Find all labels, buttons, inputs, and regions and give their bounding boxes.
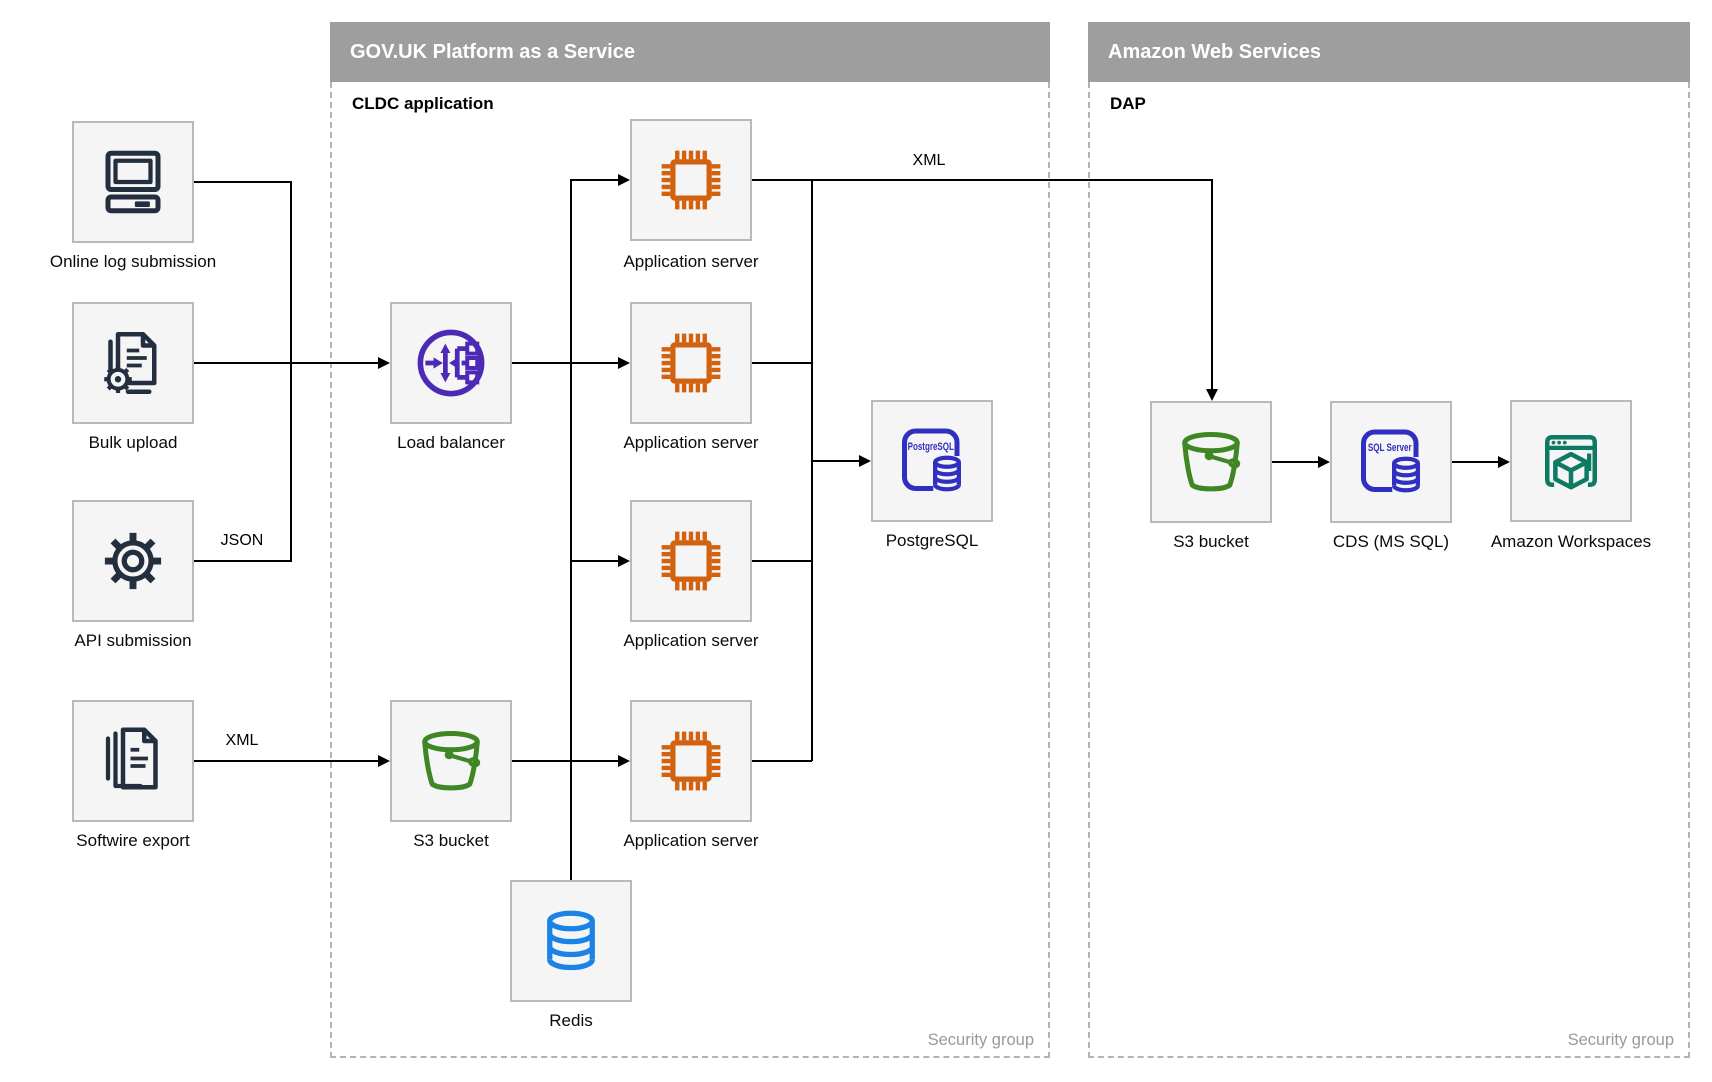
- zone-aws: Amazon Web Services DAP Security group: [1088, 22, 1690, 1058]
- edge-label-xml-aws: XML: [912, 152, 946, 169]
- node-label-s3-bucket-dap: S3 bucket: [1173, 532, 1249, 551]
- chip-icon: [661, 333, 721, 393]
- zone-aws-sublabel: DAP: [1110, 94, 1146, 113]
- node-label-application-server-3: Application server: [623, 631, 759, 650]
- gear-icon: [104, 532, 162, 590]
- node-label-application-server-4: Application server: [623, 831, 759, 850]
- zone-govuk-sublabel: CLDC application: [352, 94, 494, 113]
- node-label-online-log: Online log submission: [49, 252, 217, 271]
- postgresql-badge-text: PostgreSQL: [908, 441, 954, 453]
- document-stack-icon: [105, 727, 158, 790]
- node-amazon-workspaces: [1510, 400, 1632, 522]
- zone-govuk-header: GOV.UK Platform as a Service: [330, 22, 1050, 82]
- chip-icon: [661, 531, 721, 591]
- zone-aws-title: Amazon Web Services: [1108, 41, 1322, 63]
- sql-server-badge-text: SQL Server: [1368, 442, 1412, 454]
- zone-aws-header: Amazon Web Services: [1088, 22, 1690, 82]
- node-label-bulk-upload: Bulk upload: [88, 433, 178, 452]
- node-label-api-submission: API submission: [74, 631, 192, 650]
- node-label-softwire-export: Softwire export: [76, 831, 190, 850]
- node-load-balancer: [390, 302, 512, 424]
- node-application-server-2: [630, 302, 752, 424]
- workspaces-icon: [1545, 435, 1597, 490]
- edge-bus-to-app1-and-redis: [570, 174, 630, 880]
- node-cds-ms-sql: SQL Server: [1330, 401, 1452, 523]
- node-softwire-export: [72, 700, 194, 822]
- node-label-load-balancer: Load balancer: [397, 433, 505, 452]
- node-s3-bucket-paas: [390, 700, 512, 822]
- node-bulk-upload: [72, 302, 194, 424]
- edge-sources-merge: [194, 181, 292, 562]
- sql-server-database-icon: SQL Server: [1361, 429, 1423, 493]
- node-api-submission: [72, 500, 194, 622]
- zone-aws-security-group: Security group: [1567, 1031, 1674, 1049]
- edge-label-xml-softwire: XML: [225, 732, 259, 749]
- node-label-application-server-2: Application server: [623, 433, 759, 452]
- node-label-amazon-workspaces: Amazon Workspaces: [1490, 532, 1652, 551]
- s3-bucket-icon: [1182, 432, 1241, 492]
- node-label-s3-bucket-paas: S3 bucket: [413, 831, 489, 850]
- node-label-postgresql: PostgreSQL: [885, 531, 979, 550]
- node-application-server-3: [630, 500, 752, 622]
- document-gear-icon: [104, 332, 157, 394]
- node-postgresql: PostgreSQL: [871, 400, 993, 522]
- node-s3-bucket-dap: [1150, 401, 1272, 523]
- node-label-cds-ms-sql: CDS (MS SQL): [1332, 532, 1450, 551]
- database-cylinder-icon: [547, 910, 595, 971]
- edge-xml-to-aws-s3: [752, 179, 1218, 401]
- node-redis: [510, 880, 632, 1002]
- desktop-computer-icon: [105, 150, 161, 214]
- node-label-application-server-1: Application server: [623, 252, 759, 271]
- chip-icon: [661, 731, 721, 791]
- node-online-log-submission: [72, 121, 194, 243]
- postgresql-database-icon: PostgreSQL: [902, 428, 964, 492]
- chip-icon: [661, 150, 721, 210]
- node-application-server-4: [630, 700, 752, 822]
- zone-govuk-security-group: Security group: [927, 1031, 1034, 1049]
- zone-govuk-title: GOV.UK Platform as a Service: [350, 41, 635, 63]
- load-balancer-icon: [417, 329, 485, 397]
- node-label-redis: Redis: [549, 1011, 593, 1030]
- s3-bucket-icon: [422, 731, 481, 791]
- edge-label-json: JSON: [220, 532, 264, 549]
- node-application-server-1: [630, 119, 752, 241]
